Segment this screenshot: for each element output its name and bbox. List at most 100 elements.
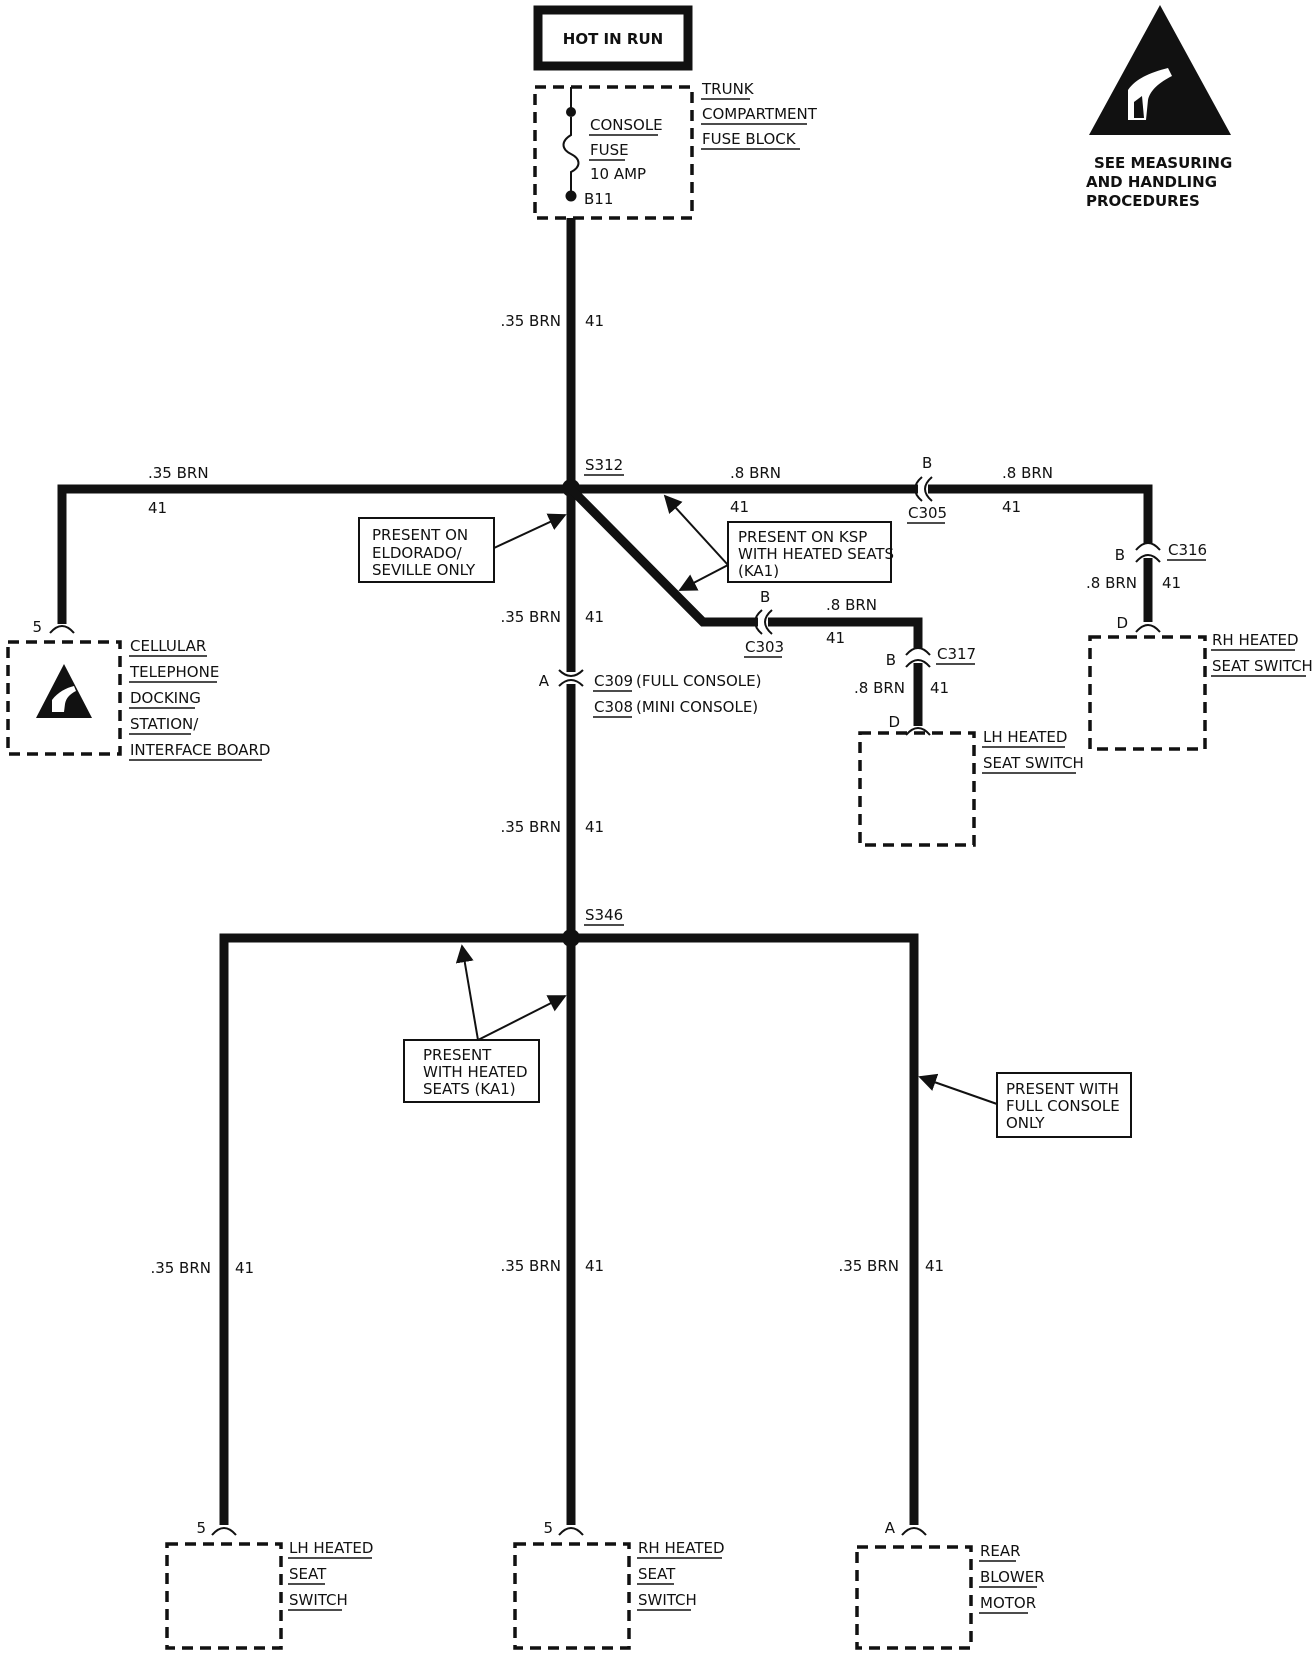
connector-c309-id: C309 — [594, 672, 633, 690]
wire-c317-lh-gauge: .8 BRN — [854, 679, 905, 697]
cellular-docking-station-outline — [6, 640, 122, 756]
wire-bottom-right-circuit: 41 — [925, 1257, 944, 1275]
note-eldorado-3: SEVILLE ONLY — [372, 561, 476, 579]
rear-blower-pin-connector — [901, 1527, 927, 1536]
note-ksp-1: PRESENT ON KSP — [738, 528, 867, 546]
wire-c303-c317-gauge: .8 BRN — [826, 596, 877, 614]
note-heated-arrow-2 — [477, 995, 567, 1041]
wire-s312-c305-gauge: .8 BRN — [730, 464, 781, 482]
note-full-console-2: FULL CONSOLE — [1006, 1097, 1120, 1115]
wire-bottom-center-circuit: 41 — [585, 1257, 604, 1275]
connector-c305-right — [924, 476, 933, 502]
fuse-label-fuse: FUSE — [590, 141, 629, 159]
fuse-symbol — [562, 117, 580, 193]
wire-left-cellular — [57, 484, 571, 624]
wire-left-cellular-circuit: 41 — [148, 499, 167, 517]
fuse-block-label-2: COMPARTMENT — [702, 105, 818, 123]
connector-c316-upper — [1135, 542, 1161, 551]
cellular-pin: 5 — [32, 618, 42, 636]
connector-c303-id: C303 — [745, 638, 784, 656]
wire-s312-c303 — [567, 485, 758, 627]
note-ksp-box — [727, 521, 892, 583]
cellular-label-4: STATION/ — [130, 715, 199, 733]
wire-c305-c316 — [928, 484, 1153, 544]
rear-blower-label-2: BLOWER — [980, 1568, 1045, 1586]
note-ksp-3: (KA1) — [738, 562, 779, 580]
connector-c317-id: C317 — [937, 645, 976, 663]
lh-heated-seat-switch-bottom-outline — [165, 1542, 283, 1650]
wire-s312-c305-circuit: 41 — [730, 498, 749, 516]
rear-blower-label-3: MOTOR — [980, 1594, 1036, 1612]
connector-c309-upper — [558, 669, 584, 677]
cellular-pin-connector — [49, 625, 75, 634]
note-ksp-arrow-2 — [678, 564, 729, 591]
lh-heated-seat-switch-upper-outline — [858, 731, 976, 847]
esd-warning-icon — [1089, 5, 1231, 135]
esd-notice-3: PROCEDURES — [1086, 192, 1200, 210]
lh-bottom-label-1: LH HEATED — [289, 1539, 373, 1557]
wire-c303-c317-circuit: 41 — [826, 629, 845, 647]
fuse-label-rating: 10 AMP — [590, 165, 646, 183]
connector-c317-upper — [905, 647, 931, 656]
fuse-terminal-label: B11 — [584, 190, 613, 208]
splice-s346-label: S346 — [585, 906, 623, 924]
cellular-label-2: TELEPHONE — [129, 663, 219, 681]
rh-bottom-label-1: RH HEATED — [638, 1539, 725, 1557]
cellular-label-3: DOCKING — [130, 689, 201, 707]
note-ksp-arrow-1 — [663, 494, 729, 566]
connector-c309-pin: A — [539, 672, 550, 690]
esd-warning-icon-small — [36, 664, 92, 718]
note-full-console-3: ONLY — [1006, 1114, 1045, 1132]
connector-c316-pin: B — [1115, 546, 1125, 564]
wire-main-middle-circuit: 41 — [585, 608, 604, 626]
rear-blower-label-1: REAR — [980, 1542, 1021, 1560]
lh-bottom-label-3: SWITCH — [289, 1591, 348, 1609]
wire-c316-rh-gauge: .8 BRN — [1086, 574, 1137, 592]
cellular-label-5: INTERFACE BOARD — [130, 741, 270, 759]
connector-c305-id: C305 — [908, 504, 947, 522]
wire-bottom-right-gauge: .35 BRN — [838, 1257, 899, 1275]
rh-upper-label-2: SEAT SWITCH — [1212, 657, 1312, 675]
wire-bottom-left-gauge: .35 BRN — [150, 1259, 211, 1277]
note-eldorado-box — [358, 517, 495, 583]
wire-main-lower-circuit: 41 — [585, 818, 604, 836]
wire-bottom-left-circuit: 41 — [235, 1259, 254, 1277]
rh-upper-label-1: RH HEATED — [1212, 631, 1299, 649]
connector-c303-pin: B — [760, 588, 770, 606]
connector-c305-left — [914, 476, 923, 502]
wire-c305-c316-gauge: .8 BRN — [1002, 464, 1053, 482]
note-heated-box — [403, 1039, 540, 1103]
connector-c317-lower — [905, 659, 931, 668]
fuse-label-console: CONSOLE — [590, 116, 663, 134]
lh-bottom-label-2: SEAT — [289, 1565, 327, 1583]
connector-c305-pin: B — [922, 454, 932, 472]
connector-c316-lower — [1135, 554, 1161, 563]
rh-upper-pin-connector — [1135, 624, 1161, 633]
connector-c308-note: (MINI CONSOLE) — [636, 698, 758, 716]
note-eldorado-1: PRESENT ON — [372, 526, 468, 544]
lh-upper-label-1: LH HEATED — [983, 728, 1067, 746]
lh-upper-label-2: SEAT SWITCH — [983, 754, 1084, 772]
hot-in-run-label: HOT IN RUN — [563, 30, 663, 48]
wire-left-cellular-gauge: .35 BRN — [148, 464, 209, 482]
connector-c317-pin: B — [886, 651, 896, 669]
note-ksp-2: WITH HEATED SEATS — [738, 545, 894, 563]
connector-c316-id: C316 — [1168, 541, 1207, 559]
lh-upper-pin: D — [888, 713, 900, 731]
connector-c308-id: C308 — [594, 698, 633, 716]
hot-in-run-box — [533, 5, 693, 71]
rh-heated-seat-switch-upper-outline — [1088, 635, 1207, 751]
rear-blower-motor-outline — [855, 1545, 973, 1650]
connector-c309-lower — [558, 679, 584, 687]
note-full-console-arrow — [918, 1073, 998, 1105]
connector-c303-left — [754, 609, 763, 635]
splice-s312-label: S312 — [585, 456, 623, 474]
wire-main-upper-circuit: 41 — [585, 312, 604, 330]
lh-upper-pin-connector — [905, 727, 931, 736]
note-full-console-1: PRESENT WITH — [1006, 1080, 1119, 1098]
connector-c303-right — [764, 609, 773, 635]
lh-bottom-pin: 5 — [196, 1519, 206, 1537]
lh-bottom-pin-connector — [211, 1527, 237, 1536]
